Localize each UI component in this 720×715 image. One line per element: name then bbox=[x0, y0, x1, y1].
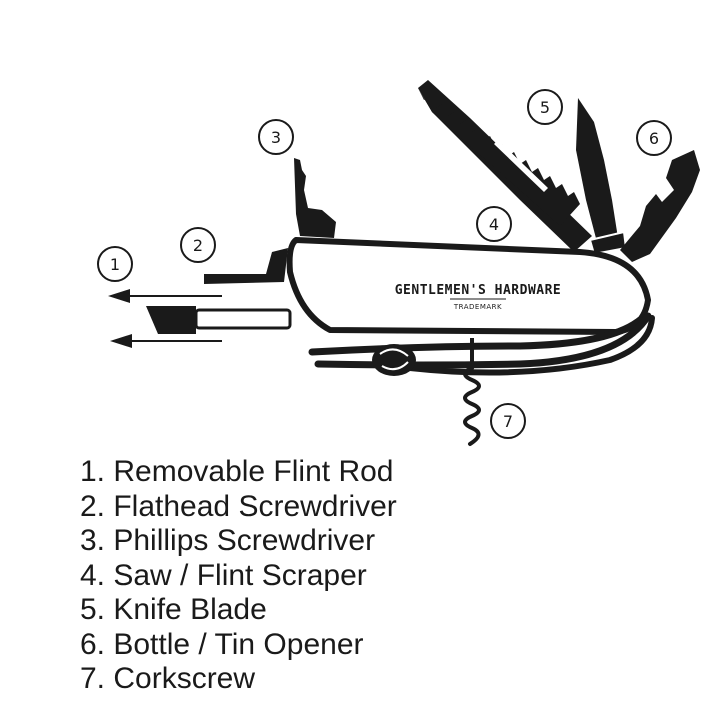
callout-4-label: 4 bbox=[489, 215, 499, 234]
callout-3-label: 3 bbox=[271, 128, 281, 147]
legend-item: 1. Removable Flint Rod bbox=[80, 455, 394, 488]
legend-item: 4. Saw / Flint Scraper bbox=[80, 558, 367, 592]
brand-name: GENTLEMEN'S HARDWARE bbox=[395, 283, 562, 298]
callout-1: 1 bbox=[97, 246, 133, 282]
multitool-diagram: GENTLEMEN'S HARDWARE TRADEMARK 1 2 3 bbox=[97, 80, 700, 446]
legend-item: 3. Phillips Screwdriver bbox=[80, 524, 376, 557]
parts-legend: 1. Removable Flint Rod 2. Flathead Screw… bbox=[80, 455, 397, 697]
callout-1-label: 1 bbox=[110, 255, 120, 274]
callout-3: 3 bbox=[258, 119, 294, 155]
knife-blade bbox=[576, 98, 628, 256]
bottle-opener bbox=[620, 150, 700, 262]
lanyard-cord bbox=[308, 312, 655, 376]
callout-7: 7 bbox=[490, 403, 526, 439]
flathead-screwdriver bbox=[204, 248, 288, 284]
flint-rod bbox=[146, 306, 292, 334]
callout-5: 5 bbox=[527, 89, 563, 125]
callout-2: 2 bbox=[180, 227, 216, 263]
legend-item: 6. Bottle / Tin Opener bbox=[80, 627, 364, 661]
callout-5-label: 5 bbox=[540, 98, 550, 117]
legend-item: 7. Corkscrew bbox=[80, 662, 256, 695]
legend-item: 5. Knife Blade bbox=[80, 593, 267, 626]
callout-7-label: 7 bbox=[503, 412, 513, 431]
corkscrew bbox=[463, 338, 481, 446]
saw-blade bbox=[418, 80, 592, 252]
callout-6: 6 bbox=[636, 120, 672, 156]
phillips-screwdriver bbox=[294, 158, 336, 238]
callout-2-label: 2 bbox=[193, 236, 203, 255]
knife-handle: GENTLEMEN'S HARDWARE TRADEMARK bbox=[286, 237, 651, 335]
brand-trademark: TRADEMARK bbox=[453, 303, 502, 311]
removal-arrows bbox=[108, 289, 222, 348]
legend-item: 2. Flathead Screwdriver bbox=[80, 489, 397, 523]
callout-6-label: 6 bbox=[649, 129, 659, 148]
callout-4: 4 bbox=[476, 206, 512, 242]
